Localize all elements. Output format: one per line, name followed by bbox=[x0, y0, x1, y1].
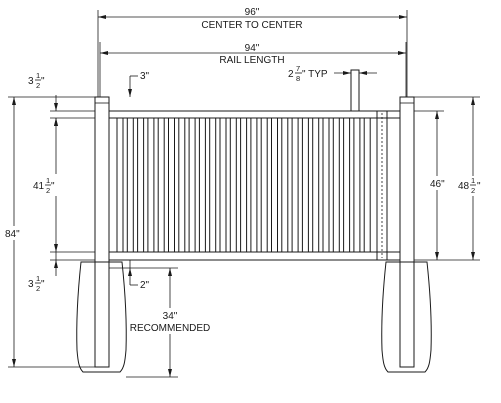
right-footing bbox=[381, 261, 432, 373]
panel-height-label: 46" bbox=[430, 179, 445, 190]
svg-text:2: 2 bbox=[46, 186, 50, 195]
top-rail bbox=[108, 110, 401, 119]
post-height-arrow-top bbox=[471, 97, 475, 105]
picket bbox=[168, 117, 175, 253]
span-dim-arrow-top bbox=[54, 118, 58, 126]
end-channel bbox=[376, 110, 388, 261]
svg-text:7: 7 bbox=[296, 64, 300, 73]
span-dim-arrow-bottom bbox=[54, 244, 58, 252]
bottom-rail-dim-arrow bbox=[54, 260, 58, 268]
span-dim-label: 41 1 2 " bbox=[33, 176, 55, 195]
picket bbox=[240, 117, 248, 253]
left-footing bbox=[76, 261, 127, 373]
picket-typ-arrow-right bbox=[359, 71, 367, 75]
picket bbox=[209, 117, 217, 253]
svg-text:3: 3 bbox=[28, 76, 34, 87]
svg-text:2: 2 bbox=[288, 69, 294, 80]
picket-top-arrow bbox=[128, 89, 132, 97]
svg-text:41: 41 bbox=[33, 181, 45, 192]
picket bbox=[229, 117, 237, 253]
post-height-label: 48 1 2 " bbox=[458, 176, 481, 195]
rail-caption: RAIL LENGTH bbox=[219, 55, 284, 66]
picket bbox=[322, 117, 330, 253]
center-arrow-left bbox=[98, 15, 106, 19]
center-arrow-right bbox=[399, 15, 407, 19]
top-rail-dim-arrow-top bbox=[54, 103, 58, 111]
picket-group bbox=[116, 117, 371, 253]
picket bbox=[198, 117, 206, 253]
svg-text:2: 2 bbox=[471, 186, 475, 195]
svg-text:8: 8 bbox=[296, 74, 300, 83]
picket-sample bbox=[350, 69, 360, 112]
bury-arrow-top bbox=[168, 268, 172, 276]
panel-arrow-bottom bbox=[435, 252, 439, 260]
overall-arrow-bottom bbox=[12, 359, 16, 367]
bury-caption: RECOMMENDED bbox=[130, 323, 211, 334]
svg-text:": " bbox=[51, 181, 55, 192]
bury-arrow-bottom bbox=[168, 369, 172, 377]
picket bbox=[343, 117, 351, 253]
bury-value: 34" bbox=[163, 311, 178, 322]
picket bbox=[260, 117, 268, 253]
picket bbox=[147, 117, 155, 253]
bottom-rail bbox=[108, 251, 401, 261]
svg-text:48: 48 bbox=[458, 181, 470, 192]
top-rail-dim-label: 3 1 2 " bbox=[28, 71, 45, 90]
panel-arrow-top bbox=[435, 111, 439, 119]
rail-arrow-right bbox=[398, 51, 406, 55]
rail-arrow-left bbox=[100, 51, 108, 55]
svg-text:1: 1 bbox=[471, 176, 475, 185]
svg-text:1: 1 bbox=[36, 71, 40, 80]
rail-value: 94" bbox=[245, 43, 260, 54]
picket bbox=[281, 117, 289, 253]
picket bbox=[301, 117, 309, 253]
picket bbox=[157, 117, 165, 253]
svg-text:2: 2 bbox=[36, 284, 40, 293]
picket bbox=[250, 117, 258, 253]
svg-text:": " bbox=[477, 181, 481, 192]
picket-top-label: 3" bbox=[140, 71, 150, 82]
bottom-gap-arrow bbox=[128, 268, 132, 276]
svg-text:2: 2 bbox=[36, 81, 40, 90]
picket bbox=[219, 117, 227, 253]
picket bbox=[363, 117, 371, 253]
picket bbox=[312, 117, 320, 253]
bottom-gap-label: 2" bbox=[140, 280, 150, 291]
post-height-arrow-bottom bbox=[471, 252, 475, 260]
center-value: 96" bbox=[245, 7, 260, 18]
overall-height-label: 84" bbox=[5, 229, 20, 240]
picket bbox=[188, 117, 196, 253]
svg-text:1: 1 bbox=[36, 274, 40, 283]
picket-typ-arrow-left bbox=[343, 71, 351, 75]
svg-text:": " bbox=[41, 279, 45, 290]
picket-typ-label: 2 7 8 " TYP bbox=[288, 64, 328, 83]
picket bbox=[178, 117, 186, 253]
svg-text:" TYP: " TYP bbox=[302, 69, 328, 80]
picket bbox=[137, 117, 145, 253]
picket bbox=[291, 117, 299, 253]
left-post bbox=[94, 96, 110, 368]
picket bbox=[353, 117, 361, 253]
center-caption: CENTER TO CENTER bbox=[201, 20, 302, 31]
svg-text:": " bbox=[41, 76, 45, 87]
overall-arrow-top bbox=[12, 97, 16, 105]
picket bbox=[126, 117, 134, 253]
bottom-rail-dim-label: 3 1 2 " bbox=[28, 274, 45, 293]
right-post bbox=[399, 96, 415, 368]
picket bbox=[116, 117, 124, 253]
picket bbox=[271, 117, 278, 253]
picket bbox=[332, 117, 340, 253]
svg-text:3: 3 bbox=[28, 279, 34, 290]
svg-text:1: 1 bbox=[46, 176, 50, 185]
